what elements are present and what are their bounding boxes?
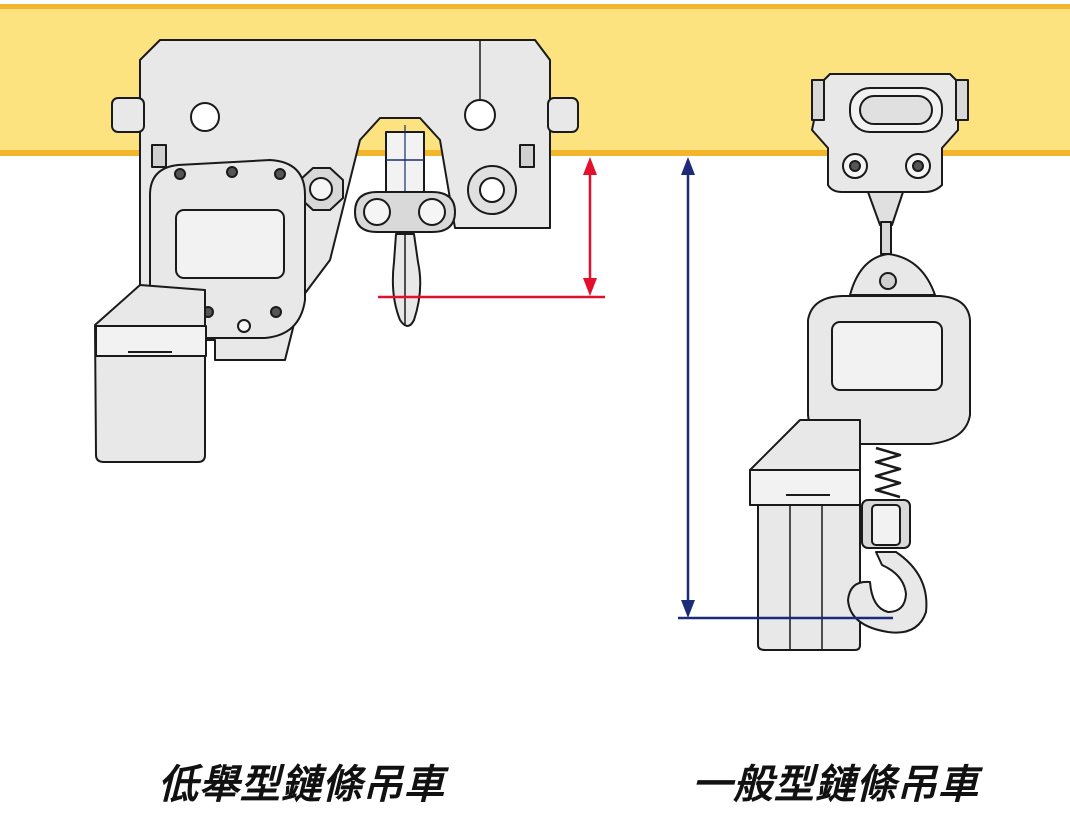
- standard-caption: 一般型鏈條吊車: [692, 762, 979, 808]
- standard-hoist: [749, 73, 971, 651]
- standard-control-box: [749, 419, 861, 651]
- standard-headroom-dimension: [678, 157, 893, 620]
- low-headroom-hoist: [94, 39, 579, 463]
- chain-spring: [874, 446, 902, 499]
- low-headroom-caption: 低舉型鏈條吊車: [158, 762, 445, 808]
- housing-panel: [175, 209, 285, 279]
- standard-housing-panel: [831, 321, 943, 391]
- standard-hook: [847, 551, 928, 634]
- low-hook: [391, 233, 422, 327]
- control-box: [94, 284, 206, 463]
- low-headroom-dimension: [378, 157, 605, 299]
